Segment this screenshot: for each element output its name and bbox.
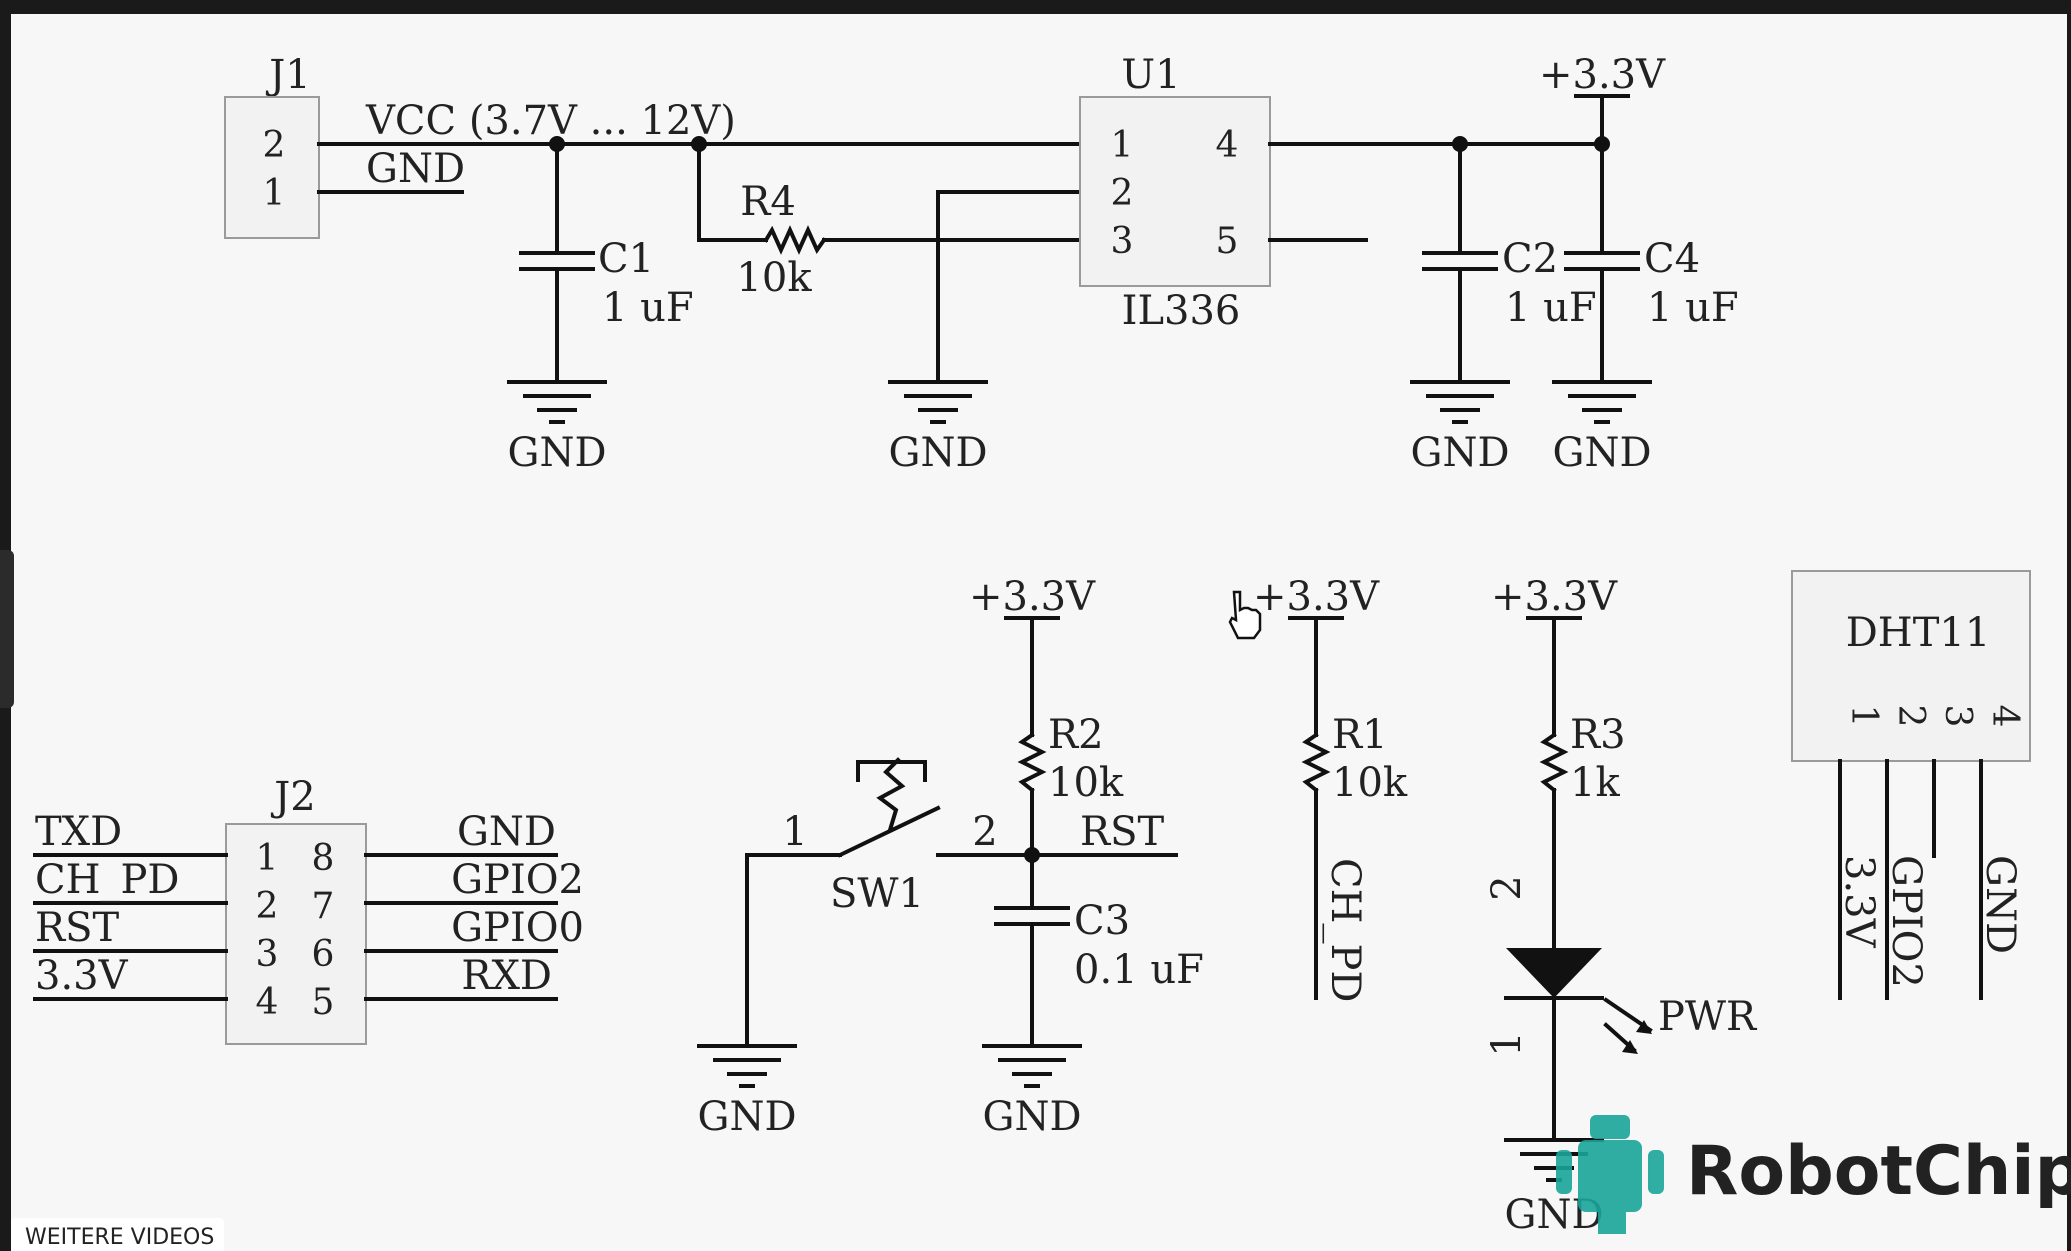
j2-net-rst: RST xyxy=(35,905,120,951)
c1-value: 1 uF xyxy=(602,285,694,331)
c2-value: 1 uF xyxy=(1505,285,1597,331)
j2-pin-6: 6 xyxy=(312,934,335,975)
capacitor-c2: C2 1 uF GND xyxy=(1410,136,1597,476)
sw1-gnd-label: GND xyxy=(697,1094,796,1140)
j2-pin-5: 5 xyxy=(312,982,335,1023)
j1-ref: J1 xyxy=(265,52,310,98)
c3-value: 0.1 uF xyxy=(1074,947,1204,993)
r1-net-label: CH_PD xyxy=(1322,858,1368,1002)
j2-pin-2: 2 xyxy=(256,886,279,927)
v33-label-r2: +3.3V xyxy=(969,574,1096,620)
gnd-net-label-j1: GND xyxy=(366,146,465,192)
j1-pin-2: 2 xyxy=(263,125,286,166)
dht11-net-gnd: GND xyxy=(1977,855,2023,954)
switch-sw1: 1 2 SW1 GND xyxy=(697,757,1034,1140)
c2-gnd-label: GND xyxy=(1410,430,1509,476)
reset-network: +3.3V R2 10k RST C3 0.1 uF GND xyxy=(969,574,1204,1140)
c1-ref: C1 xyxy=(598,236,654,282)
dht11-pin-2: 2 xyxy=(1890,705,1931,728)
led-pin-2: 2 xyxy=(1484,875,1530,900)
j2-net-rxd: RXD xyxy=(461,953,552,999)
r1-value: 10k xyxy=(1332,760,1408,806)
sw1-pin-2: 2 xyxy=(972,809,997,855)
dht11-net-3v3: 3.3V xyxy=(1836,855,1882,949)
j2-pin-1: 1 xyxy=(256,838,279,879)
dht11-ref: DHT11 xyxy=(1846,610,1991,656)
led-ref: PWR xyxy=(1658,994,1758,1040)
r2-ref: R2 xyxy=(1048,712,1104,758)
dht11-net-gpio2: GPIO2 xyxy=(1883,855,1929,988)
u1-pin-2: 2 xyxy=(1111,173,1134,214)
rst-net-label: RST xyxy=(1080,809,1165,855)
j1-pin-1: 1 xyxy=(263,173,286,214)
j2-net-txd: TXD xyxy=(35,809,122,855)
u1-pin-1: 1 xyxy=(1111,125,1134,166)
sw1-ref: SW1 xyxy=(830,871,924,917)
sensor-dht11: DHT11 1 2 3 4 3.3V GPIO2 GND xyxy=(1791,570,2031,1000)
c2-ref: C2 xyxy=(1502,236,1558,282)
j2-net-gpio0: GPIO0 xyxy=(451,905,584,951)
connector-j1: J1 2 1 xyxy=(224,52,320,239)
v33-label-r3: +3.3V xyxy=(1491,574,1618,620)
robotchip-wordmark: RobotChip xyxy=(1686,1132,2071,1211)
u1-pin-3: 3 xyxy=(1111,221,1134,262)
hand-cursor-icon xyxy=(1228,590,1262,640)
r2-value: 10k xyxy=(1048,760,1124,806)
j2-net-chpd: CH_PD xyxy=(35,857,179,903)
dht11-pin-1: 1 xyxy=(1843,705,1884,728)
r4-value: 10k xyxy=(736,255,812,301)
j2-pin-4: 4 xyxy=(256,982,279,1023)
dht11-pin-4: 4 xyxy=(1984,705,2025,728)
regulator-u1: U1 1 2 3 4 5 IL336 xyxy=(1079,52,1271,334)
j2-net-gnd: GND xyxy=(457,809,556,855)
more-videos-button[interactable]: WEITERE VIDEOS xyxy=(11,1218,224,1251)
power-3v3-top: +3.3V xyxy=(1539,52,1666,146)
j2-net-3v3: 3.3V xyxy=(35,953,129,999)
j2-pin-3: 3 xyxy=(256,934,279,975)
vcc-net-label: VCC (3.7V ... 12V) xyxy=(365,98,736,144)
sw1-pin-1: 1 xyxy=(782,809,807,855)
u1-ref: U1 xyxy=(1121,52,1180,98)
connector-j2: J2 TXD CH_PD RST 3.3V 1 2 3 4 8 7 6 5 GN… xyxy=(33,774,584,1045)
side-panel-handle[interactable] xyxy=(0,550,14,708)
dht11-pin-3: 3 xyxy=(1937,705,1978,728)
c1-gnd-label: GND xyxy=(507,430,606,476)
c4-value: 1 uF xyxy=(1647,285,1739,331)
v33-label-r1: +3.3V xyxy=(1253,574,1380,620)
r3-value: 1k xyxy=(1570,760,1620,806)
c4-gnd-label: GND xyxy=(1552,430,1651,476)
u1-part: IL336 xyxy=(1122,288,1241,334)
j2-pin-7: 7 xyxy=(312,886,335,927)
robotchip-logo: RobotChip xyxy=(1556,1115,2071,1234)
led-pin-1: 1 xyxy=(1484,1031,1530,1056)
r3-ref: R3 xyxy=(1570,712,1626,758)
resistor-r4: R4 10k xyxy=(691,136,1082,301)
r4-ref: R4 xyxy=(740,179,796,225)
c3-ref: C3 xyxy=(1074,898,1130,944)
u1-pin-4: 4 xyxy=(1216,125,1239,166)
capacitor-c1: C1 1 uF GND xyxy=(507,136,694,476)
c4-ref: C4 xyxy=(1644,236,1700,282)
u1-gnd-label: GND xyxy=(888,430,987,476)
r1-ref: R1 xyxy=(1332,712,1388,758)
power-led-network: +3.3V R3 1k 2 1 PWR GND xyxy=(1484,574,1758,1238)
j2-ref: J2 xyxy=(270,774,315,820)
u1-pin-5: 5 xyxy=(1216,221,1239,262)
chpd-pullup: +3.3V R1 10k CH_PD xyxy=(1253,574,1408,1002)
j2-net-gpio2: GPIO2 xyxy=(451,857,584,903)
capacitor-c4: C4 1 uF GND xyxy=(1552,136,1739,476)
j2-pin-8: 8 xyxy=(312,838,335,879)
c3-gnd-label: GND xyxy=(982,1094,1081,1140)
v33-label-top: +3.3V xyxy=(1539,52,1666,98)
